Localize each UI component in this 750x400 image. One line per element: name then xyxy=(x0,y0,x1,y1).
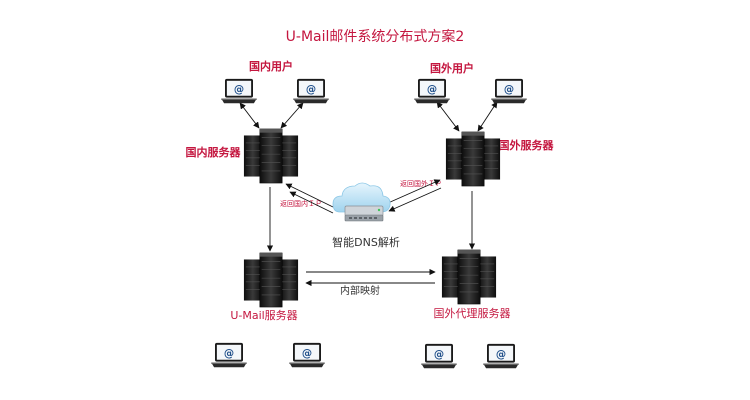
arrow-dns-for-server xyxy=(387,179,441,204)
arrow-dom-server-dns xyxy=(285,183,334,208)
label-umail-server: U-Mail服务器 xyxy=(230,309,297,322)
label-foreign-proxy: 国外代理服务器 xyxy=(434,307,511,320)
diagram-title: U-Mail邮件系统分布式方案2 xyxy=(286,28,465,45)
label-return-domestic-ip: 返回国内ＩＰ xyxy=(280,199,322,208)
label-domestic-server: 国内服务器 xyxy=(186,145,242,159)
laptop-umail-2-icon xyxy=(289,342,325,368)
laptop-proxy-2-icon xyxy=(483,343,519,369)
arrow-dom-user1-server xyxy=(239,102,260,129)
laptop-foreign-2-icon xyxy=(491,78,527,104)
umail-server-cluster-icon xyxy=(243,252,299,308)
label-domestic-users: 国内用户 xyxy=(249,59,293,73)
laptop-foreign-1-icon xyxy=(414,78,450,104)
laptop-umail-1-icon xyxy=(211,342,247,368)
foreign-server-cluster-icon xyxy=(445,131,501,187)
arrow-for-user1-server xyxy=(436,101,460,132)
label-foreign-server: 国外服务器 xyxy=(499,138,555,152)
label-internal-mapping: 内部映射 xyxy=(340,284,380,297)
arrow-for-user2-server xyxy=(477,101,498,132)
label-foreign-users: 国外用户 xyxy=(430,61,474,75)
label-dns: 智能DNS解析 xyxy=(332,235,400,249)
arrow-for-server-dns xyxy=(388,187,442,212)
laptop-domestic-1-icon xyxy=(221,78,257,104)
domestic-server-cluster-icon xyxy=(243,128,299,184)
dns-cloud-icon xyxy=(332,182,391,222)
foreign-proxy-cluster-icon xyxy=(441,249,497,305)
label-return-foreign-ip: 返回国外ＩＰ xyxy=(400,179,442,188)
arrow-dom-user2-server xyxy=(280,102,304,129)
arrow-dns-dom-server xyxy=(289,191,334,214)
laptop-proxy-1-icon xyxy=(421,343,457,369)
laptop-domestic-2-icon xyxy=(293,78,329,104)
connectors xyxy=(239,101,498,287)
